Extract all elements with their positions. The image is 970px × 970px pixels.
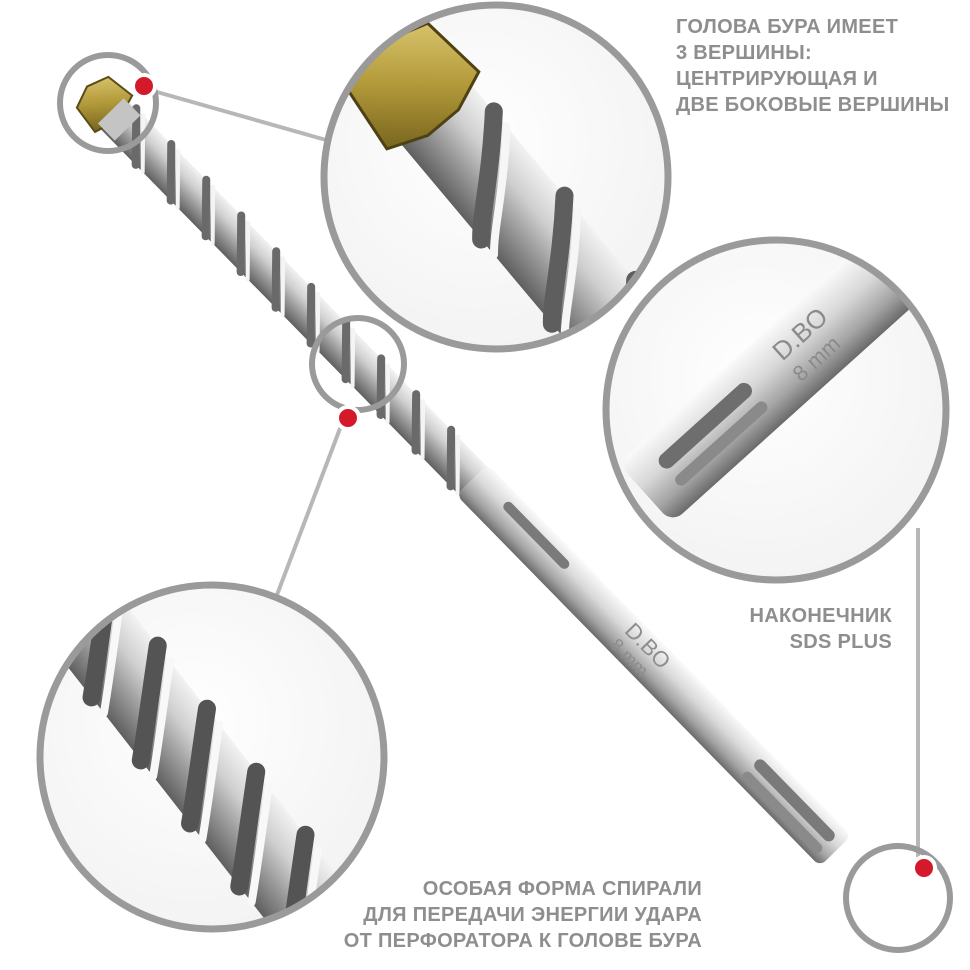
ring-marker-head: [57, 52, 159, 154]
shank-groove-2: [754, 759, 835, 842]
caption-spiral: ОСОБАЯ ФОРМА СПИРАЛИ ДЛЯ ПЕРЕДАЧИ ЭНЕРГИ…: [344, 876, 702, 954]
caption-spiral-line-3: ОТ ПЕРФОРАТОРА К ГОЛОВЕ БУРА: [343, 930, 702, 952]
zoom-lens-shank: D.BO 8 mm: [602, 236, 950, 584]
callout-line-spiral: [270, 417, 346, 609]
callout-line-head: [149, 88, 327, 142]
caption-sds-plus: НАКОНЕЧНИК SDS PLUS: [749, 603, 892, 655]
shank-groove-1: [503, 501, 570, 569]
drill-shank: [459, 467, 849, 864]
red-dot-head: [131, 73, 157, 99]
shank-groove-3: [742, 771, 823, 854]
caption-head-line-3: ЦЕНТРИРУЮЩАЯ И: [676, 68, 878, 90]
drill-bit: D.BO 8 mm: [75, 75, 849, 864]
caption-head-line-1: ГОЛОВА БУРА ИМЕЕТ: [676, 16, 899, 38]
tip-neck: [97, 98, 141, 141]
caption-spiral-line-2: ДЛЯ ПЕРЕДАЧИ ЭНЕРГИИ УДАРА: [363, 904, 702, 926]
callout-lines: [149, 88, 920, 858]
zoom-lens-head: [320, 1, 672, 353]
caption-spiral-line-1: ОСОБАЯ ФОРМА СПИРАЛИ: [422, 878, 702, 900]
red-dot-shank: [911, 855, 937, 881]
zoom-lens-spiral: [36, 581, 388, 933]
caption-sds-line-2: SDS PLUS: [789, 631, 892, 653]
drill-body: [96, 96, 582, 592]
caption-sds-line-1: НАКОНЕЧНИК: [749, 605, 892, 627]
marker-dots: [131, 73, 937, 881]
ring-marker-shank: [843, 843, 953, 953]
caption-head-tips: ГОЛОВА БУРА ИМЕЕТ 3 ВЕРШИНЫ: ЦЕНТРИРУЮЩА…: [676, 14, 950, 118]
caption-head-line-4: ДВЕ БОКОВЫЕ ВЕРШИНЫ: [676, 94, 950, 116]
caption-head-line-2: 3 ВЕРШИНЫ:: [676, 42, 812, 64]
red-dot-spiral: [335, 405, 361, 431]
